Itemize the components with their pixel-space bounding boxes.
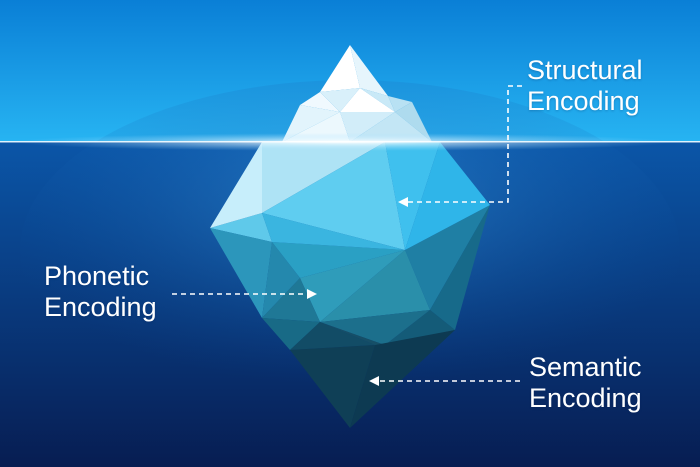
label-line: Encoding: [529, 383, 642, 413]
label-line: Phonetic: [44, 261, 150, 291]
label-line: Semantic: [529, 352, 642, 382]
connector-phonetic: [172, 289, 317, 299]
iceberg-submerged: [210, 205, 490, 428]
label-line: Structural: [527, 55, 643, 85]
label-semantic-encoding: Semantic Encoding: [529, 352, 642, 414]
connector-structural: [398, 85, 522, 207]
iceberg-upper-submerged: [210, 142, 490, 250]
connector-semantic: [369, 376, 520, 386]
label-phonetic-encoding: Phonetic Encoding: [44, 261, 157, 323]
label-line: Encoding: [527, 86, 640, 116]
waterline: [0, 141, 700, 143]
arrowhead-right-icon: [307, 289, 317, 299]
arrowhead-left-icon: [398, 197, 408, 207]
label-line: Encoding: [44, 292, 157, 322]
arrowhead-left-icon: [369, 376, 379, 386]
label-structural-encoding: Structural Encoding: [527, 55, 643, 117]
